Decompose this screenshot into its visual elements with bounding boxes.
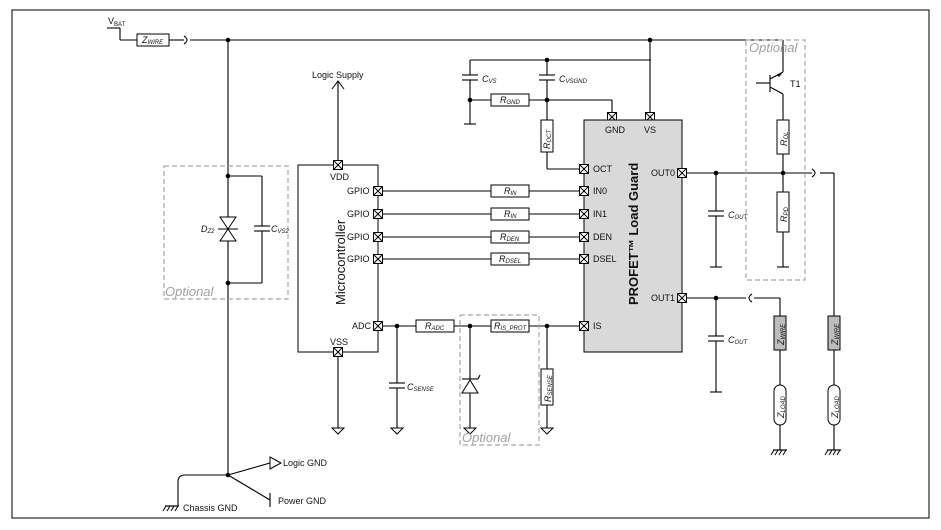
optional-box-middle: Optional [459, 314, 540, 446]
zwire-out1: ZWIRE [773, 315, 787, 385]
svg-text:IS: IS [593, 321, 602, 331]
svg-text:CVS: CVS [482, 74, 497, 85]
profet-load-guard: PROFET™ Load Guard GND VS OCT IN0 IN1 DE… [579, 119, 687, 353]
svg-text:Microcontroller: Microcontroller [333, 219, 348, 305]
svg-text:OCT: OCT [593, 164, 613, 174]
svg-text:Logic GND: Logic GND [283, 458, 328, 468]
logic-supply: Logic Supply [312, 70, 364, 160]
svg-text:Optional: Optional [749, 40, 799, 55]
svg-text:CVS2: CVS2 [271, 224, 290, 235]
microcontroller: Microcontroller VDD GPIO GPIO GPIO GPIO … [297, 160, 383, 357]
svg-text:CSENSE: CSENSE [407, 382, 435, 393]
svg-text:VSS: VSS [330, 337, 348, 347]
svg-text:GPIO: GPIO [347, 209, 370, 219]
svg-text:VDD: VDD [330, 172, 350, 182]
svg-text:IN1: IN1 [593, 209, 607, 219]
vbat-supply: VBAT [107, 16, 137, 41]
connector-arc [183, 35, 188, 45]
svg-text:GND: GND [605, 125, 626, 135]
svg-text:ZWIRE: ZWIRE [830, 323, 841, 346]
svg-text:T1: T1 [790, 79, 801, 89]
svg-text:ZWIRE: ZWIRE [141, 35, 164, 46]
mcu-ground [331, 423, 345, 435]
svg-text:RIS_PROT: RIS_PROT [494, 321, 528, 332]
zload-out0: ZLOAD [824, 384, 842, 456]
svg-text:OUT1: OUT1 [651, 293, 675, 303]
svg-text:DEN: DEN [593, 232, 612, 242]
svg-text:COUT: COUT [728, 210, 749, 221]
svg-text:RSENSE: RSENSE [543, 374, 554, 402]
svg-text:DZ2: DZ2 [201, 224, 215, 235]
svg-text:RGND: RGND [500, 95, 521, 106]
gnd-network: CVS CVSGND RGND ROCT [462, 57, 651, 170]
dz2-cvs2-network: CVS2 DZ2 [201, 173, 290, 286]
svg-text:RIN: RIN [504, 186, 517, 197]
svg-text:RIN: RIN [504, 209, 517, 220]
svg-text:ZLOAD: ZLOAD [830, 395, 841, 419]
optional-box-left: Optional [163, 165, 289, 300]
svg-text:Optional: Optional [165, 284, 215, 299]
svg-text:RADC: RADC [425, 321, 445, 332]
svg-text:RPD: RPD [779, 206, 790, 222]
svg-text:COUT: COUT [728, 335, 749, 346]
svg-text:IN0: IN0 [593, 186, 607, 196]
svg-text:RDSEL: RDSEL [499, 254, 521, 265]
zwire-out0: ZWIRE [827, 315, 841, 385]
svg-text:ADC: ADC [352, 321, 372, 331]
svg-text:Optional: Optional [462, 430, 512, 445]
svg-text:GPIO: GPIO [347, 254, 370, 264]
svg-text:CVSGND: CVSGND [559, 74, 588, 85]
svg-text:Power GND: Power GND [278, 496, 327, 506]
svg-text:ZLOAD: ZLOAD [776, 395, 787, 419]
t1-transistor: T1 ROL RPD [756, 71, 801, 268]
svg-text:ROL: ROL [779, 131, 790, 146]
svg-text:OUT0: OUT0 [651, 168, 675, 178]
zwire-top-resistor: ZWIRE [136, 33, 170, 47]
ground-star: Logic GND Power GND Chassis GND [162, 456, 328, 513]
optional-box-right: Optional [745, 39, 806, 281]
svg-text:ZWIRE: ZWIRE [776, 323, 787, 346]
svg-text:Chassis GND: Chassis GND [183, 503, 238, 513]
svg-text:Logic Supply: Logic Supply [312, 70, 364, 80]
figure-frame [11, 9, 930, 519]
svg-text:PROFET™ Load Guard: PROFET™ Load Guard [626, 163, 641, 305]
svg-text:RDEN: RDEN [500, 232, 520, 243]
svg-text:ROCT: ROCT [542, 129, 553, 150]
adc-sense-path: RADC RIS_PROT CSENSE RSENSE [383, 319, 580, 435]
svg-text:GPIO: GPIO [347, 232, 370, 242]
out0-network: COUT [687, 168, 835, 316]
out1-network: COUT [687, 293, 781, 393]
svg-text:DSEL: DSEL [593, 254, 617, 264]
svg-text:VS: VS [644, 125, 656, 135]
gpio-lines: RIN RIN RDEN RDSEL [383, 184, 580, 266]
svg-text:VBAT: VBAT [108, 16, 126, 28]
zload-out1: ZLOAD [770, 384, 788, 456]
svg-text:GPIO: GPIO [347, 186, 370, 196]
